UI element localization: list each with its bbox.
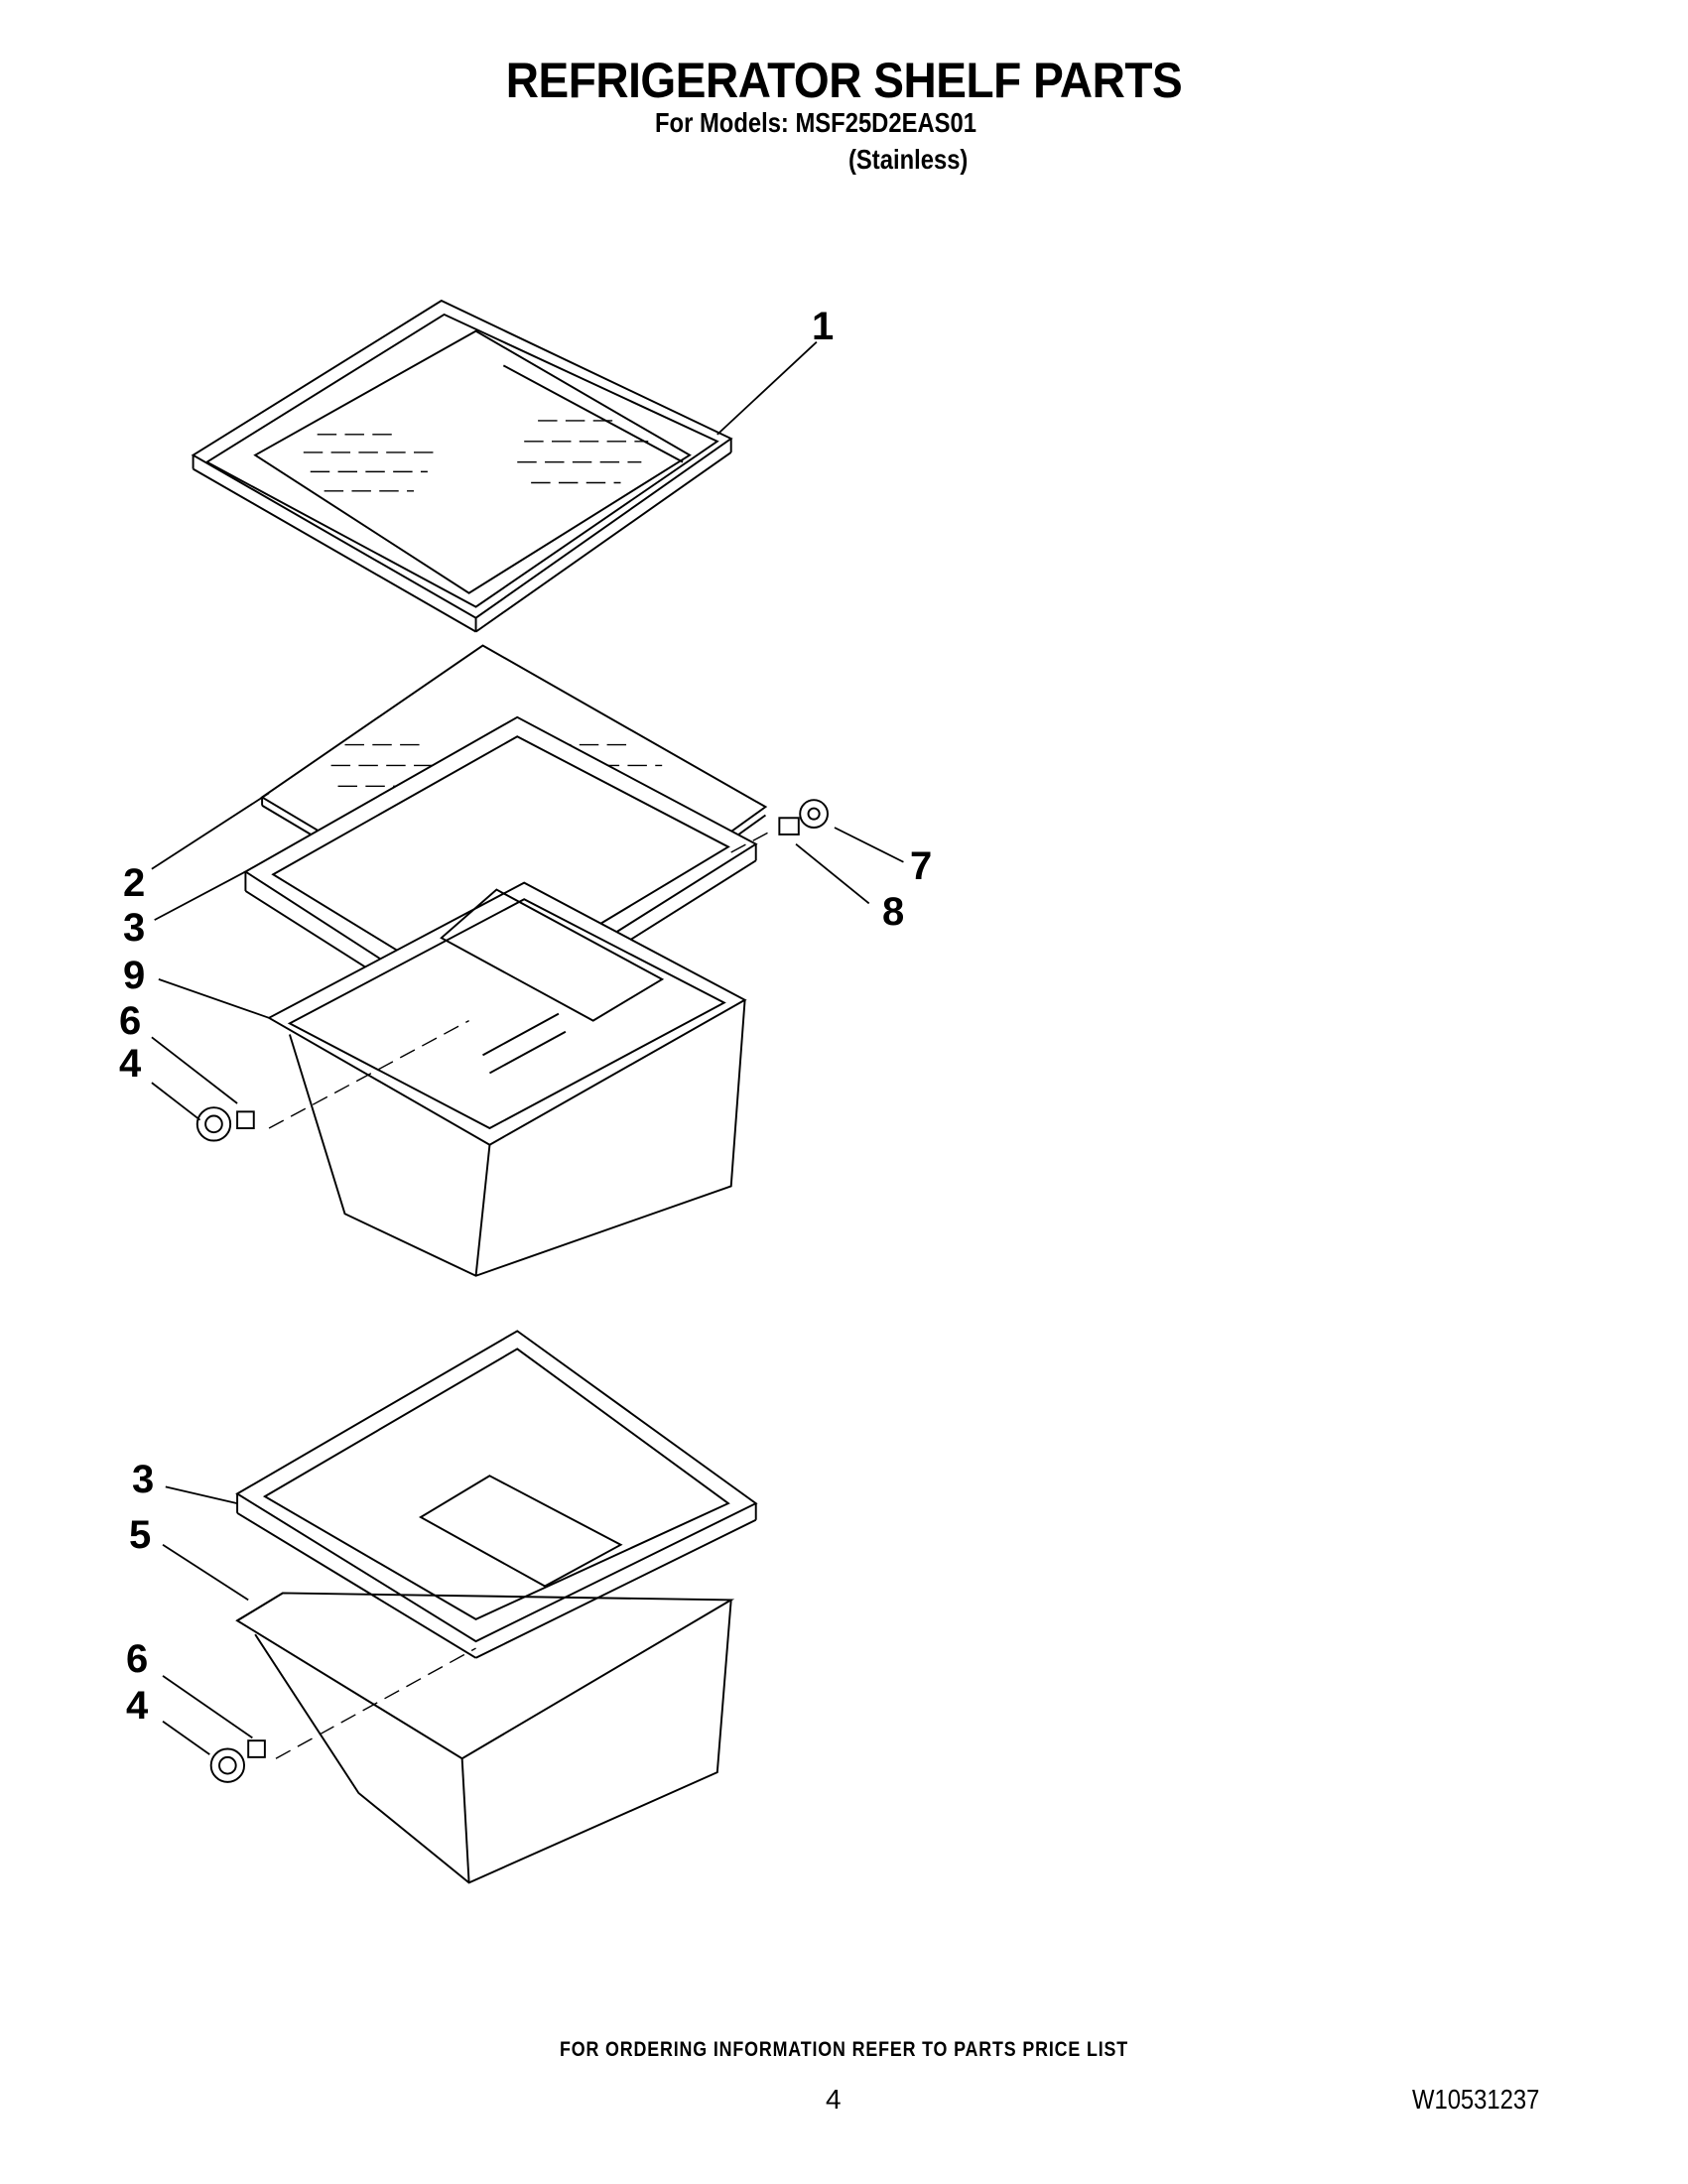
callout-9: 9 bbox=[123, 954, 146, 997]
knob-part-4-lower bbox=[209, 1747, 246, 1783]
crisper-pan-part-9 bbox=[267, 881, 747, 1277]
models-line: For Models: MSF25D2EAS01 bbox=[655, 107, 977, 138]
knob-part-4 bbox=[195, 1106, 232, 1142]
callout-6-lower: 6 bbox=[126, 1637, 149, 1681]
callout-4-lower: 4 bbox=[126, 1684, 149, 1728]
callout-5: 5 bbox=[129, 1513, 152, 1557]
callout-1: 1 bbox=[812, 305, 835, 348]
callout-3: 3 bbox=[123, 906, 146, 950]
screw-part-6 bbox=[236, 1110, 255, 1129]
page-number: 4 bbox=[826, 2084, 842, 2115]
ordering-note: FOR ORDERING INFORMATION REFER TO PARTS … bbox=[559, 2038, 1129, 2061]
document-number: W10531237 bbox=[1412, 2084, 1540, 2115]
frame-part-3-lower bbox=[235, 1330, 758, 1659]
leader-lines bbox=[151, 341, 904, 1755]
callout-4: 4 bbox=[119, 1042, 142, 1086]
callout-8: 8 bbox=[882, 890, 905, 934]
crisper-pan-part-5 bbox=[235, 1592, 735, 1884]
bearing-part-7 bbox=[799, 799, 829, 829]
page-title: REFRIGERATOR SHELF PARTS bbox=[505, 53, 1183, 108]
callout-6: 6 bbox=[119, 999, 142, 1043]
callout-3-lower: 3 bbox=[132, 1458, 155, 1501]
shelf-assembly-part-1 bbox=[191, 299, 733, 633]
screw-part-8 bbox=[778, 817, 800, 835]
model-variant: (Stainless) bbox=[848, 144, 969, 175]
callout-2: 2 bbox=[123, 861, 146, 905]
callout-7: 7 bbox=[910, 844, 933, 888]
screw-part-6-lower bbox=[247, 1739, 266, 1758]
